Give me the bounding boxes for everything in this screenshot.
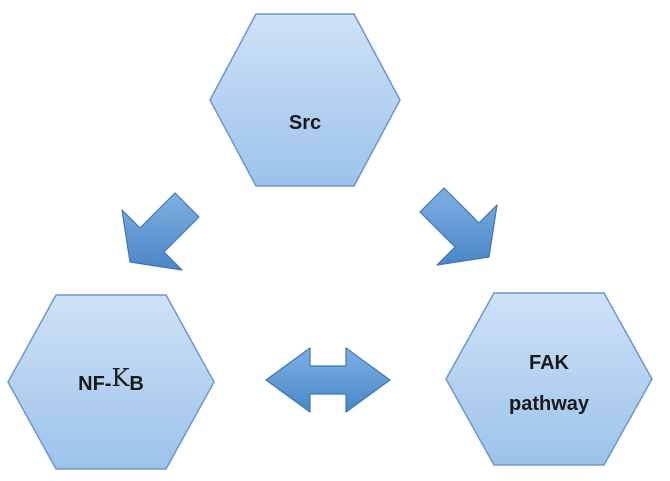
arrow-nfkb-fak-bidirectional	[265, 347, 391, 413]
fak-label-line1: FAK	[529, 352, 570, 374]
fak-hexagon	[445, 292, 653, 466]
src-label: Src	[289, 112, 321, 134]
nfkb-node: NF-KB	[7, 294, 215, 470]
nfkb-label: NF-KB	[78, 364, 144, 395]
nfkb-label-suffix: B	[129, 373, 143, 395]
nfkb-label-kappa: K	[111, 364, 130, 392]
arrow-src-to-nfkb	[121, 192, 200, 271]
nfkb-hexagon	[7, 294, 215, 470]
arrow-src-to-fak	[419, 187, 498, 266]
src-hexagon	[209, 13, 401, 187]
fak-node: FAK pathway	[445, 292, 653, 466]
src-node: Src	[209, 13, 401, 187]
nfkb-label-prefix: NF-	[78, 373, 111, 395]
fak-label-line2: pathway	[509, 393, 590, 415]
